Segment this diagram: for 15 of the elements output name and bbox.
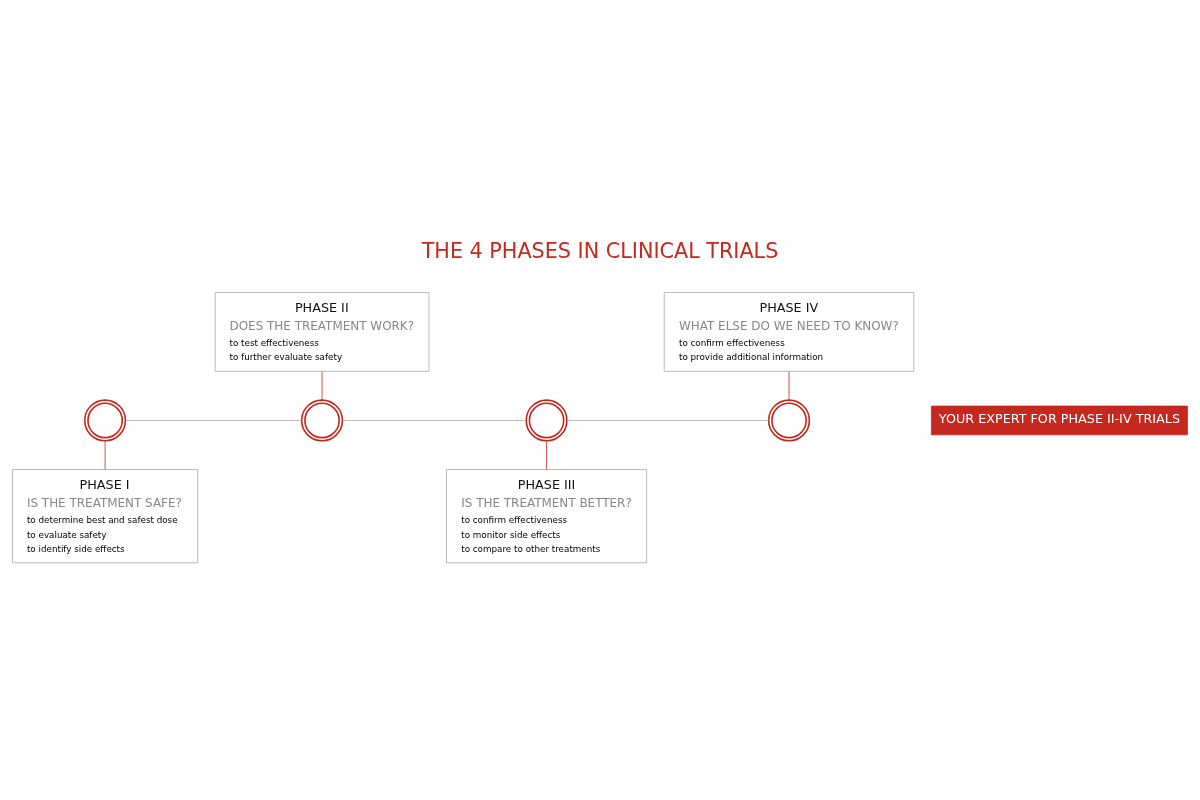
connector [546, 440, 547, 470]
connector [342, 419, 527, 421]
connector [321, 370, 323, 400]
connector [125, 419, 302, 421]
node-circle [767, 398, 811, 442]
connector [104, 440, 106, 470]
diagram-title: THE 4 PHASES IN CLINICAL TRIALS [421, 238, 779, 263]
node-box: PHASE III IS THE TREATMENT BETTER? to confirm effectiveness to monitor side effects to compare to other treatments [446, 468, 648, 563]
connector [788, 370, 790, 400]
node-circle [300, 398, 344, 442]
connector [566, 419, 769, 421]
node-box: PHASE I IS THE TREATMENT SAFE? to determine best and safest dose to evaluate safety to identify side effects [12, 468, 198, 563]
node-box: PHASE IV WHAT ELSE DO WE NEED TO KNOW? to confirm effectiveness to provide additional information [663, 291, 915, 372]
caption: YOUR EXPERT FOR PHASE II-IV TRIALS [938, 410, 1180, 426]
node-box: PHASE II DOES THE TREATMENT WORK? to test effectiveness to further evaluate safety [214, 291, 430, 372]
